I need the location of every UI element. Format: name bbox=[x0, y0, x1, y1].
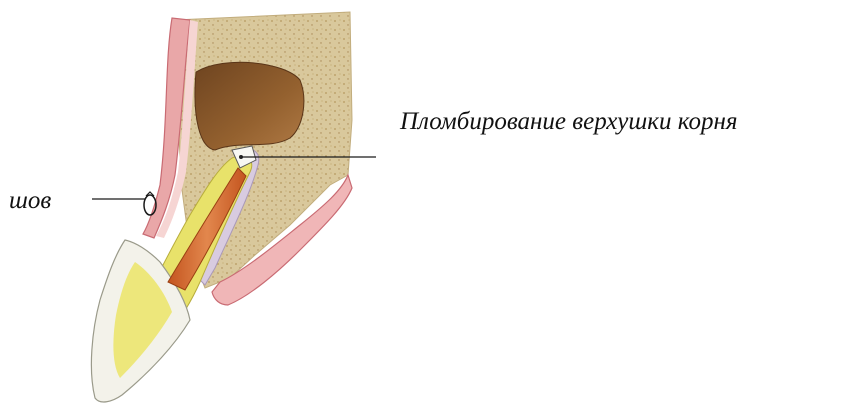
sinus-cavity bbox=[195, 62, 304, 150]
suture-label: шов bbox=[9, 187, 51, 215]
apex-filling-label: Пломбирование верхушки корня bbox=[400, 108, 738, 136]
